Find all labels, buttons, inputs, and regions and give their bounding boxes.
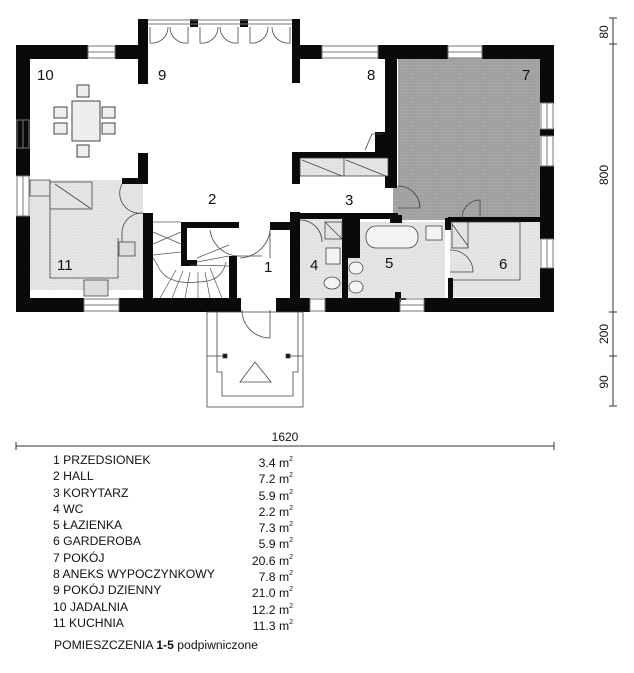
legend-area: 11.3 m2 (252, 618, 293, 633)
wardrobe (299, 157, 389, 177)
legend-row: 11 KUCHNIA 11.3 m2 (53, 615, 293, 633)
room-number-11: 11 (57, 257, 73, 274)
legend-row: 5 ŁAZIENKA 7.3 m2 (53, 517, 293, 536)
legend-label: 2 HALL (53, 469, 94, 484)
vertical-dimension (609, 17, 617, 407)
room-number-1: 1 (264, 259, 272, 276)
windows (16, 19, 554, 312)
legend-label: 1 PRZEDSIONEK (53, 453, 151, 467)
dim-800: 800 (597, 165, 611, 185)
legend-label: 4 WC (53, 501, 84, 516)
room-number-3: 3 (345, 192, 353, 209)
legend-label: 5 ŁAZIENKA (53, 518, 123, 533)
legend-area: 20.6 m2 (251, 553, 293, 568)
legend-row: 9 POKÓJ DZIENNY 21.0 m2 (53, 582, 293, 601)
room-number-8: 8 (367, 67, 375, 84)
bathroom-fixtures (323, 221, 521, 294)
floor-plan: 1 2 3 4 5 6 7 8 9 10 11 80 800 200 90 16… (15, 17, 617, 450)
dim-200: 200 (597, 324, 611, 344)
legend-label: 7 POKÓJ (53, 550, 105, 565)
legend-area: 12.2 m2 (251, 602, 293, 617)
legend-area: 7.3 m2 (258, 521, 293, 536)
legend-area: 7.2 m2 (258, 472, 293, 487)
legend-row: 1 PRZEDSIONEK 3.4 m2 (53, 452, 293, 470)
dim-90: 90 (597, 375, 611, 389)
legend-row: 2 HALL 7.2 m2 (53, 468, 293, 487)
legend-area: 7.8 m2 (258, 570, 293, 585)
room-3-floor-patch (393, 186, 398, 218)
legend-row: 7 POKÓJ 20.6 m2 (53, 550, 293, 568)
legend-row: 10 JADALNIA 12.2 m2 (53, 599, 293, 617)
basement-note: POMIESZCZENIA 1-5 podpiwniczone (54, 638, 258, 652)
room-number-9: 9 (158, 67, 166, 84)
legend-label: 9 POKÓJ DZIENNY (53, 583, 162, 598)
legend-label: 8 ANEKS WYPOCZYNKOWY (53, 567, 215, 582)
legend-row: 6 GARDEROBA 5.9 m2 (53, 533, 293, 552)
dim-1620: 1620 (272, 430, 299, 444)
dim-80: 80 (597, 25, 611, 39)
legend-label: 3 KORYTARZ (53, 485, 129, 500)
legend-area: 21.0 m2 (251, 586, 293, 601)
room-number-2: 2 (208, 191, 216, 208)
room-number-6: 6 (499, 256, 507, 273)
horizontal-dimension (15, 442, 555, 450)
room-legend: 1 PRZEDSIONEK 3.4 m2 2 HALL 7.2 m2 3 KORYT… (53, 452, 293, 633)
legend-area: 3.4 m2 (258, 456, 293, 470)
room-7-floor (398, 58, 540, 220)
entrance-porch (206, 311, 304, 408)
legend-label: 6 GARDEROBA (53, 534, 142, 549)
legend-area: 2.2 m2 (258, 504, 293, 519)
dining-table (53, 84, 116, 158)
kitchen-counter (29, 179, 136, 297)
staircase (152, 221, 230, 299)
walls (16, 19, 554, 312)
doors (119, 26, 481, 339)
legend-row: 8 ANEKS WYPOCZYNKOWY 7.8 m2 (53, 566, 293, 585)
room-number-10: 10 (37, 67, 54, 84)
legend-row: 3 KORYTARZ 5.9 m2 (53, 485, 293, 503)
legend-row: 4 WC 2.2 m2 (53, 501, 293, 519)
room-number-4: 4 (310, 257, 318, 274)
legend-label: 10 JADALNIA (53, 599, 129, 614)
legend-label: 11 KUCHNIA (53, 615, 124, 630)
room-number-5: 5 (385, 255, 393, 272)
legend-area: 5.9 m2 (258, 488, 293, 503)
legend-area: 5.9 m2 (258, 537, 293, 552)
room-numbers: 1 2 3 4 5 6 7 8 9 10 11 (37, 67, 530, 276)
room-number-7: 7 (522, 67, 530, 84)
